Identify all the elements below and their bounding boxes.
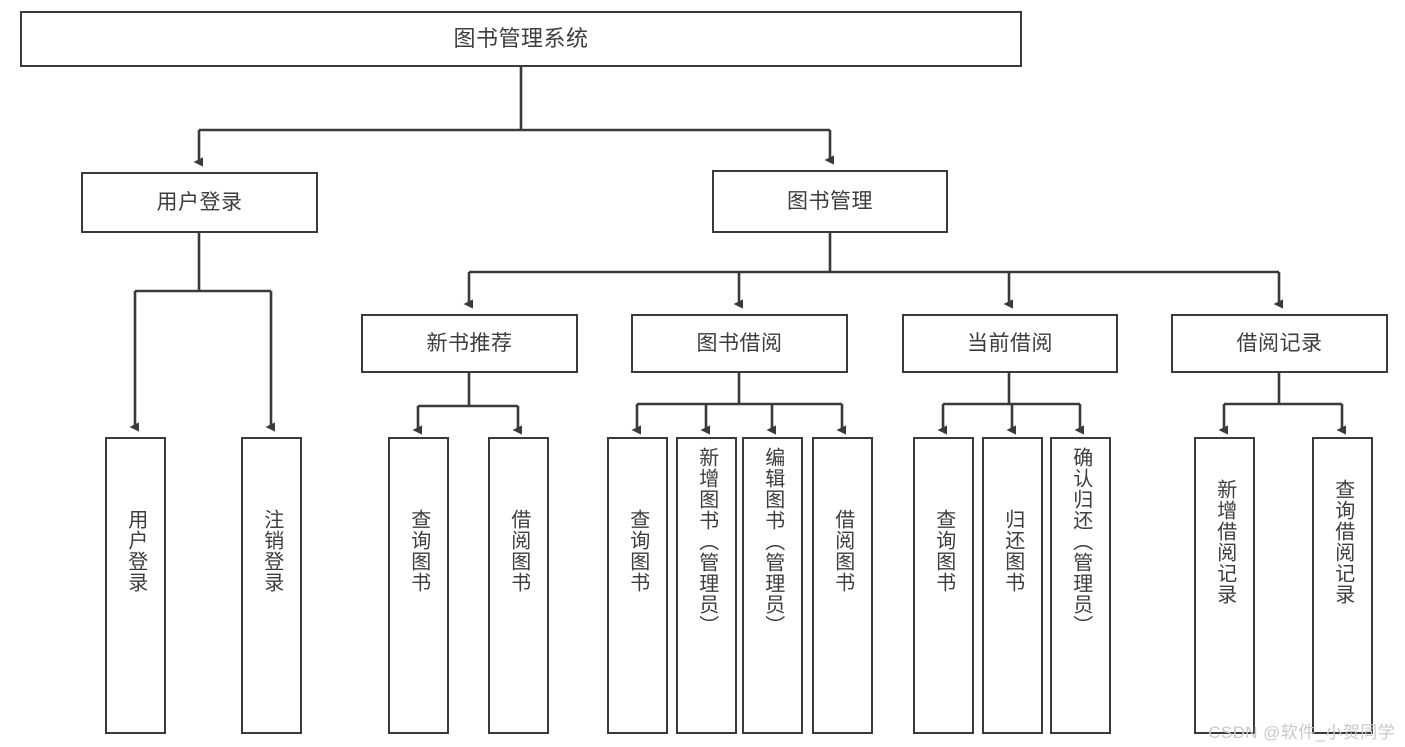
node-leaf-add-record-label: 新增借阅记录 xyxy=(1213,479,1236,605)
node-leaf-borrow-book-2[interactable]: 借阅图书 xyxy=(812,437,873,734)
node-leaf-borrow-book-1[interactable]: 借阅图书 xyxy=(488,437,549,734)
node-new-book-rec-label: 新书推荐 xyxy=(426,331,513,355)
node-leaf-add-book-label: 新增图书（管理员） xyxy=(695,447,718,636)
node-leaf-query-book-2[interactable]: 查询图书 xyxy=(607,437,668,734)
node-leaf-add-record[interactable]: 新增借阅记录 xyxy=(1194,437,1255,734)
node-leaf-query-record[interactable]: 查询借阅记录 xyxy=(1312,437,1373,734)
node-borrow-record[interactable]: 借阅记录 xyxy=(1171,314,1388,373)
node-user-login-label: 用户登录 xyxy=(156,190,243,214)
node-leaf-confirm-return[interactable]: 确认归还（管理员） xyxy=(1050,437,1111,734)
node-leaf-logout-label: 注销登录 xyxy=(260,509,283,593)
node-root[interactable]: 图书管理系统 xyxy=(20,11,1022,67)
node-borrow-record-label: 借阅记录 xyxy=(1236,331,1323,355)
node-current-borrow[interactable]: 当前借阅 xyxy=(902,314,1118,373)
node-book-borrow-label: 图书借阅 xyxy=(696,331,783,355)
node-leaf-edit-book[interactable]: 编辑图书（管理员） xyxy=(742,437,803,734)
node-user-login[interactable]: 用户登录 xyxy=(81,172,318,233)
node-book-manage[interactable]: 图书管理 xyxy=(712,170,948,233)
node-leaf-borrow-book-2-label: 借阅图书 xyxy=(831,509,854,593)
node-new-book-rec[interactable]: 新书推荐 xyxy=(361,314,578,373)
node-leaf-query-book-3[interactable]: 查询图书 xyxy=(913,437,974,734)
node-leaf-return-book[interactable]: 归还图书 xyxy=(982,437,1043,734)
node-leaf-query-book-1-label: 查询图书 xyxy=(407,509,430,593)
node-leaf-logout[interactable]: 注销登录 xyxy=(241,437,302,734)
node-leaf-edit-book-label: 编辑图书（管理员） xyxy=(761,447,784,636)
node-leaf-query-book-3-label: 查询图书 xyxy=(932,509,955,593)
node-leaf-borrow-book-1-label: 借阅图书 xyxy=(507,509,530,593)
node-leaf-query-book-1[interactable]: 查询图书 xyxy=(388,437,449,734)
node-leaf-user-login-label: 用户登录 xyxy=(124,509,147,593)
watermark: CSDN @软件_小贺同学 xyxy=(1208,723,1395,742)
node-leaf-query-book-2-label: 查询图书 xyxy=(626,509,649,593)
node-leaf-confirm-return-label: 确认归还（管理员） xyxy=(1069,447,1092,636)
node-leaf-return-book-label: 归还图书 xyxy=(1001,509,1024,593)
node-leaf-add-book[interactable]: 新增图书（管理员） xyxy=(676,437,737,734)
node-current-borrow-label: 当前借阅 xyxy=(967,331,1053,355)
node-leaf-user-login[interactable]: 用户登录 xyxy=(105,437,166,734)
node-leaf-query-record-label: 查询借阅记录 xyxy=(1331,479,1354,605)
node-root-label: 图书管理系统 xyxy=(453,25,589,51)
node-book-borrow[interactable]: 图书借阅 xyxy=(631,314,848,373)
node-book-manage-label: 图书管理 xyxy=(787,189,873,213)
